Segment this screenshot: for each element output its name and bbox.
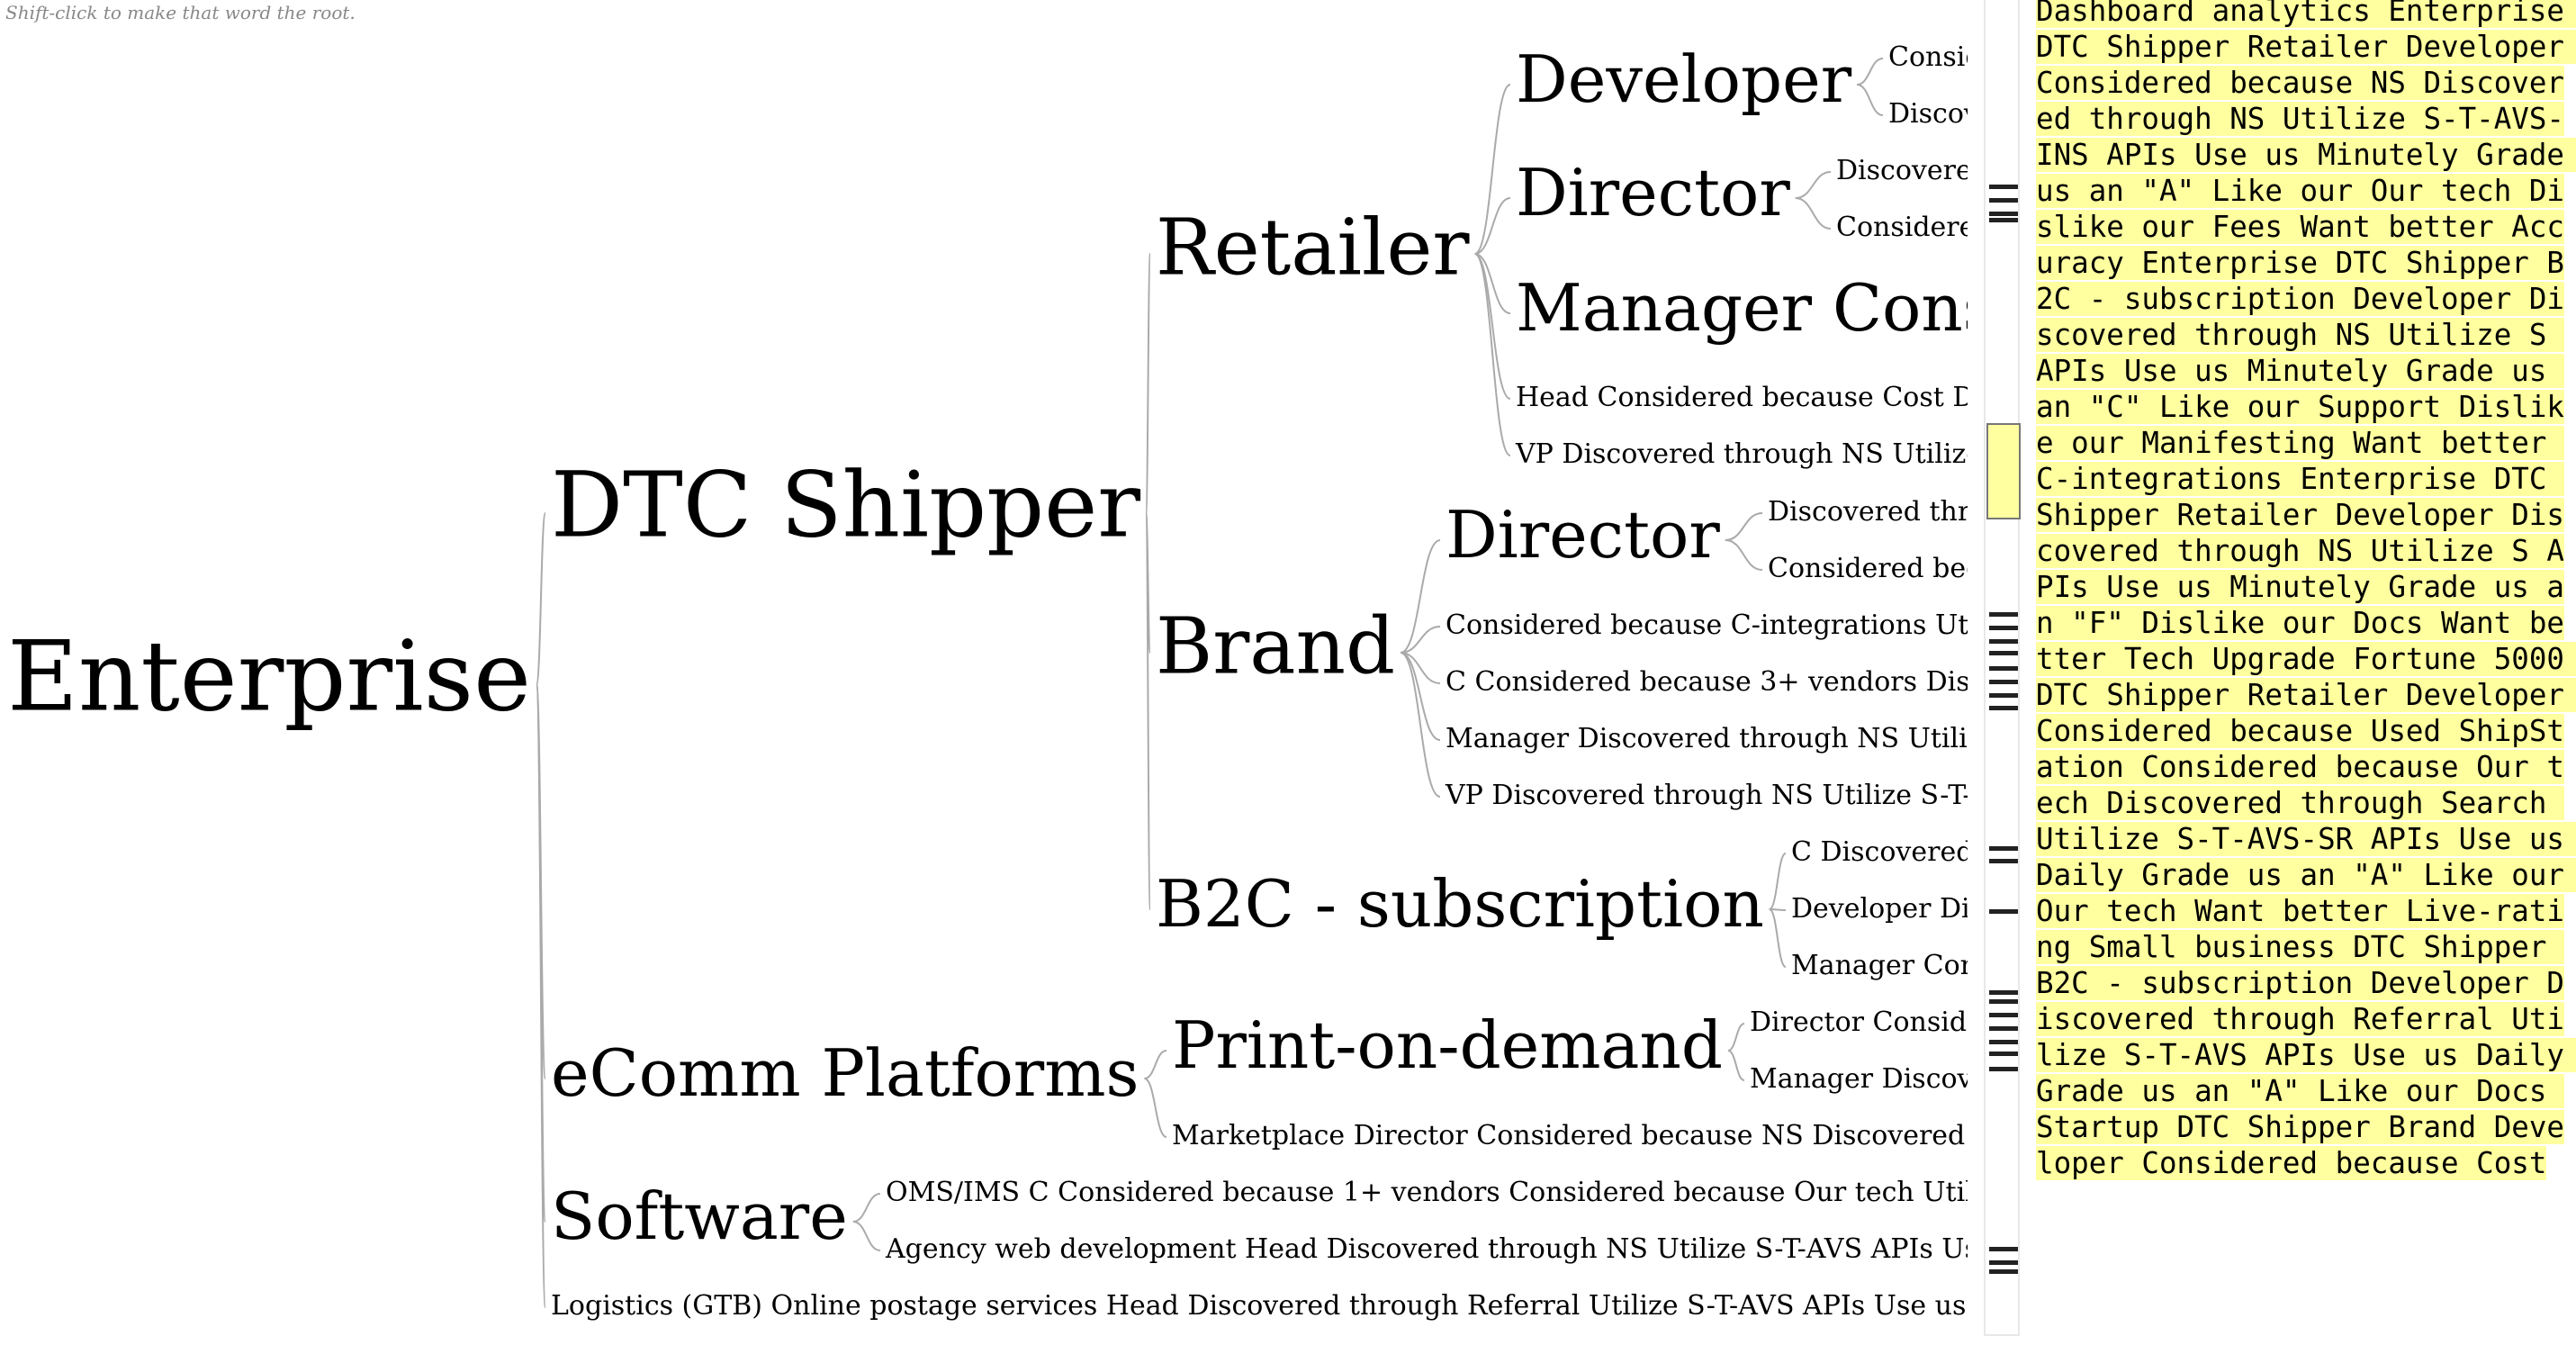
tree-node-ecomm-platforms[interactable]: eComm Platforms bbox=[551, 1035, 1139, 1111]
tree-connector bbox=[1474, 84, 1511, 255]
tree-node-software[interactable]: Software bbox=[551, 1178, 848, 1254]
tree-connector bbox=[1769, 908, 1787, 968]
overview-scrollbar[interactable] bbox=[1984, 0, 2021, 1336]
tree-node-brand[interactable]: Brand bbox=[1156, 602, 1395, 692]
scroll-match-mark bbox=[1989, 706, 2018, 710]
tree-node-developer-discovered-through-referral-ut[interactable]: Developer Discovered through Referral Ut… bbox=[1791, 893, 1968, 925]
tree-connector bbox=[1856, 58, 1884, 86]
scroll-match-mark bbox=[1989, 666, 2018, 671]
scroll-match-mark bbox=[1989, 1040, 2018, 1044]
tree-node-manager-considered-because-our-tech-disc[interactable]: Manager Considered because Our tech Disc… bbox=[1516, 270, 1968, 346]
scroll-match-mark bbox=[1989, 990, 2018, 995]
tree-node-director-considered-because-ns-discovere[interactable]: Director Considered because NS Discovere… bbox=[1750, 1006, 1968, 1038]
tree-connector bbox=[1474, 253, 1511, 314]
scroll-match-mark bbox=[1989, 1269, 2018, 1274]
tree-connector bbox=[1144, 1078, 1167, 1138]
tree-node-considered-because-ns-discovered-through[interactable]: Considered because NS Discovered through… bbox=[1888, 41, 1968, 73]
scroll-match-mark bbox=[1989, 185, 2018, 189]
scroll-match-mark bbox=[1989, 1013, 2018, 1017]
tree-connector bbox=[535, 512, 546, 685]
tree-node-considered-because-cost-discovered-throu[interactable]: Considered because Cost Discovered throu… bbox=[1768, 553, 1968, 584]
scroll-match-mark bbox=[1989, 612, 2018, 617]
tree-connector bbox=[1400, 652, 1441, 798]
scroll-match-mark bbox=[1989, 859, 2018, 863]
source-text-panel: Dashboard analytics Enterprise DTC Shipp… bbox=[2036, 0, 2576, 1345]
tree-node-discovered-through-ns-utilize-s-apis-use[interactable]: Discovered through NS Utilize S APIs Use… bbox=[1888, 98, 1968, 130]
tree-node-director[interactable]: Director bbox=[1446, 497, 1720, 573]
tree-connector bbox=[1400, 539, 1441, 654]
scroll-match-mark bbox=[1989, 626, 2018, 630]
tree-node-oms-ims-c-considered-because-1-vendors-c[interactable]: OMS/IMS C Considered because 1+ vendors … bbox=[886, 1177, 1968, 1208]
tree-connector bbox=[1856, 84, 1884, 116]
scroll-match-mark bbox=[1989, 651, 2018, 655]
tree-connector bbox=[1400, 626, 1441, 654]
tree-connector bbox=[1727, 1023, 1745, 1052]
tree-node-dtc-shipper[interactable]: DTC Shipper bbox=[551, 453, 1140, 558]
tree-connector bbox=[1400, 652, 1441, 684]
tree-node-director[interactable]: Director bbox=[1516, 155, 1790, 230]
tree-connector bbox=[1768, 853, 1787, 910]
instruction-hint: Shift-click to make that word the root. bbox=[5, 2, 356, 23]
tree-node-manager-discovered-through-search-utiliz[interactable]: Manager Discovered through Search Utiliz… bbox=[1750, 1063, 1968, 1095]
scroll-match-mark bbox=[1989, 1260, 2018, 1265]
tree-node-manager-discovered-through-ns-utilize-s-[interactable]: Manager Discovered through NS Utilize S-… bbox=[1446, 723, 1968, 754]
tree-node-marketplace-director-considered-because-[interactable]: Marketplace Director Considered because … bbox=[1172, 1120, 1968, 1151]
tree-connector bbox=[1474, 253, 1511, 400]
tree-node-vp-discovered-through-ns-utilize-s-t-avs[interactable]: VP Discovered through NS Utilize S-T-AVS… bbox=[1515, 438, 1968, 470]
scroll-match-mark bbox=[1989, 1067, 2018, 1071]
tree-node-head-considered-because-cost-discovered-[interactable]: Head Considered because Cost Discovered … bbox=[1516, 382, 1968, 413]
tree-connector bbox=[1795, 171, 1832, 199]
tree-node-agency-web-development-head-discovered-t[interactable]: Agency web development Head Discovered t… bbox=[885, 1233, 1968, 1265]
tree-node-c-discovered-through-ns-utilize-s-t-avs-[interactable]: C Discovered through NS Utilize S-T-AVS … bbox=[1791, 836, 1968, 868]
tree-connector bbox=[535, 683, 546, 1308]
scroll-match-mark bbox=[1989, 680, 2018, 684]
scroll-match-mark bbox=[1989, 198, 2018, 203]
scroll-match-mark bbox=[1989, 218, 2018, 222]
source-text: Dashboard analytics Enterprise DTC Shipp… bbox=[2036, 0, 2576, 1180]
tree-node-c-considered-because-3-vendors-discovere[interactable]: C Considered because 3+ vendors Discover… bbox=[1446, 666, 1968, 698]
tree-node-enterprise[interactable]: Enterprise bbox=[7, 620, 531, 733]
scroll-match-mark bbox=[1989, 1052, 2018, 1056]
scroll-match-mark bbox=[1989, 846, 2018, 851]
scroll-match-mark bbox=[1989, 212, 2018, 216]
tree-connector bbox=[1727, 1050, 1745, 1081]
scroll-match-mark bbox=[1989, 999, 2018, 1004]
tree-node-retailer[interactable]: Retailer bbox=[1156, 203, 1470, 293]
tree-node-b2c-subscription[interactable]: B2C - subscription bbox=[1156, 866, 1764, 942]
scroll-match-mark bbox=[1989, 1247, 2018, 1251]
tree-node-discovered-through-ns-utilize-s-t-avs-ap[interactable]: Discovered through NS Utilize S-T-AVS AP… bbox=[1768, 496, 1968, 528]
tree-node-print-on-demand[interactable]: Print-on-demand bbox=[1172, 1007, 1723, 1083]
tree-connector bbox=[852, 1221, 881, 1251]
tree-connector bbox=[1145, 512, 1151, 910]
tree-connector bbox=[1145, 253, 1151, 514]
tree-connector bbox=[852, 1193, 881, 1223]
tree-node-considered-because-c-integrations-utiliz[interactable]: Considered because C-integrations Utiliz… bbox=[1446, 609, 1968, 641]
tree-node-developer[interactable]: Developer bbox=[1516, 41, 1852, 117]
tree-connector bbox=[1474, 197, 1511, 255]
scroll-match-mark bbox=[1989, 639, 2018, 644]
scroll-match-mark bbox=[1989, 693, 2018, 698]
scroll-thumb[interactable] bbox=[1986, 423, 2021, 520]
tree-node-logistics-gtb-online-postage-services-he[interactable]: Logistics (GTB) Online postage services … bbox=[551, 1290, 1968, 1322]
tree-connector bbox=[1795, 197, 1832, 230]
tree-node-vp-discovered-through-ns-utilize-s-t-avs[interactable]: VP Discovered through NS Utilize S-T-AVS… bbox=[1445, 780, 1968, 811]
tree-connector bbox=[1725, 512, 1763, 541]
scroll-match-mark bbox=[1989, 909, 2018, 914]
tree-connector bbox=[1725, 539, 1763, 571]
tree-node-considered-because-cost-discovered-throu[interactable]: Considered because Cost Discovered throu… bbox=[1836, 212, 1968, 243]
tree-connector bbox=[1473, 253, 1511, 456]
tree-node-discovered-through-ns-utilize-s-t-avs-ap[interactable]: Discovered through NS Utilize S-T-AVS AP… bbox=[1836, 155, 1968, 186]
tree-connector bbox=[1144, 1050, 1167, 1079]
scroll-match-mark bbox=[1989, 1026, 2018, 1031]
tree-node-manager-considered-because-our-tech-util[interactable]: Manager Considered because Our tech Util… bbox=[1791, 950, 1968, 981]
